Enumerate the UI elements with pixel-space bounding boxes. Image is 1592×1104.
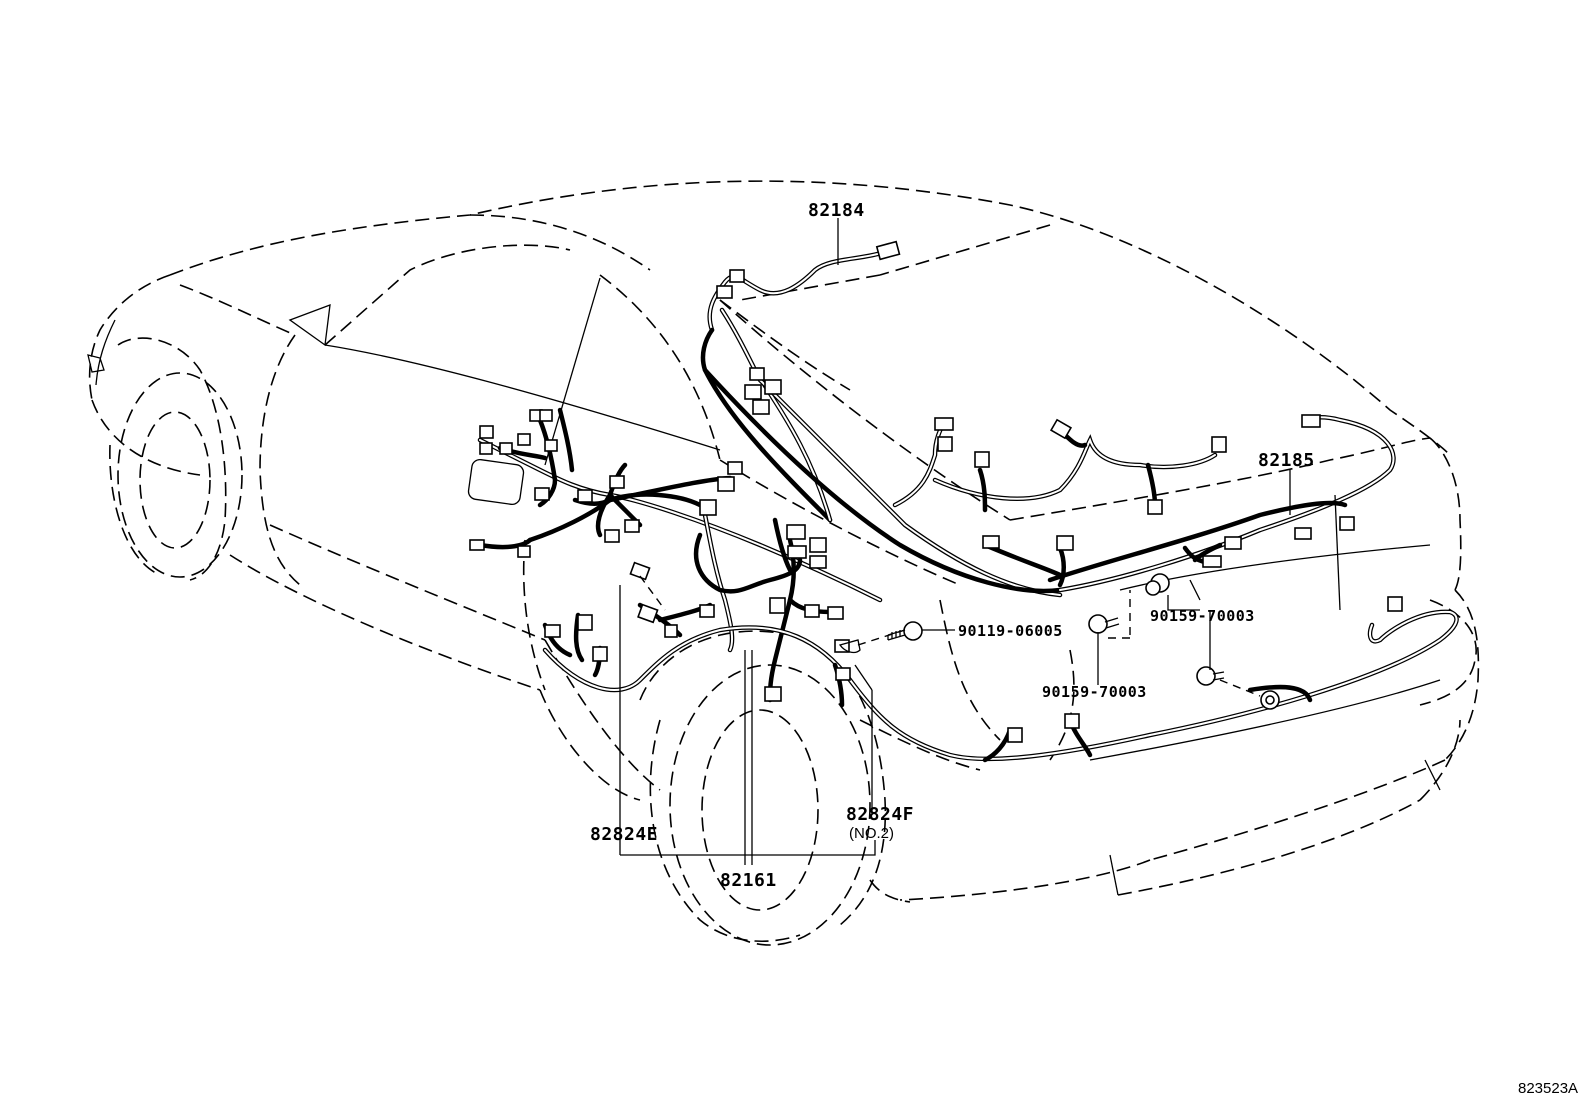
wire-harness-82161 bbox=[477, 407, 883, 703]
leader-lines bbox=[619, 218, 1291, 865]
callout-labels: 82184 82185 90119-06005 90159-70003 9015… bbox=[590, 200, 1578, 1097]
label-82824F: 82824F bbox=[846, 804, 914, 825]
label-82824E: 82824E bbox=[590, 824, 658, 845]
wire-harness-82185 bbox=[982, 415, 1396, 593]
connectors bbox=[467, 240, 1403, 743]
label-82185: 82185 bbox=[1258, 450, 1315, 471]
fasteners bbox=[838, 614, 1225, 686]
label-82161: 82161 bbox=[720, 870, 777, 891]
wire-harness-roof-branches bbox=[892, 417, 1218, 513]
label-90159-70003-upper: 90159-70003 bbox=[1150, 607, 1255, 625]
label-82184: 82184 bbox=[808, 200, 865, 221]
label-90159-70003-lower: 90159-70003 bbox=[1042, 683, 1147, 701]
label-90119-06005: 90119-06005 bbox=[958, 622, 1063, 640]
label-82824F-note: (NO.2) bbox=[849, 825, 894, 842]
car-body-outline bbox=[87, 180, 1480, 946]
figure-code: 823523A bbox=[1518, 1080, 1578, 1097]
